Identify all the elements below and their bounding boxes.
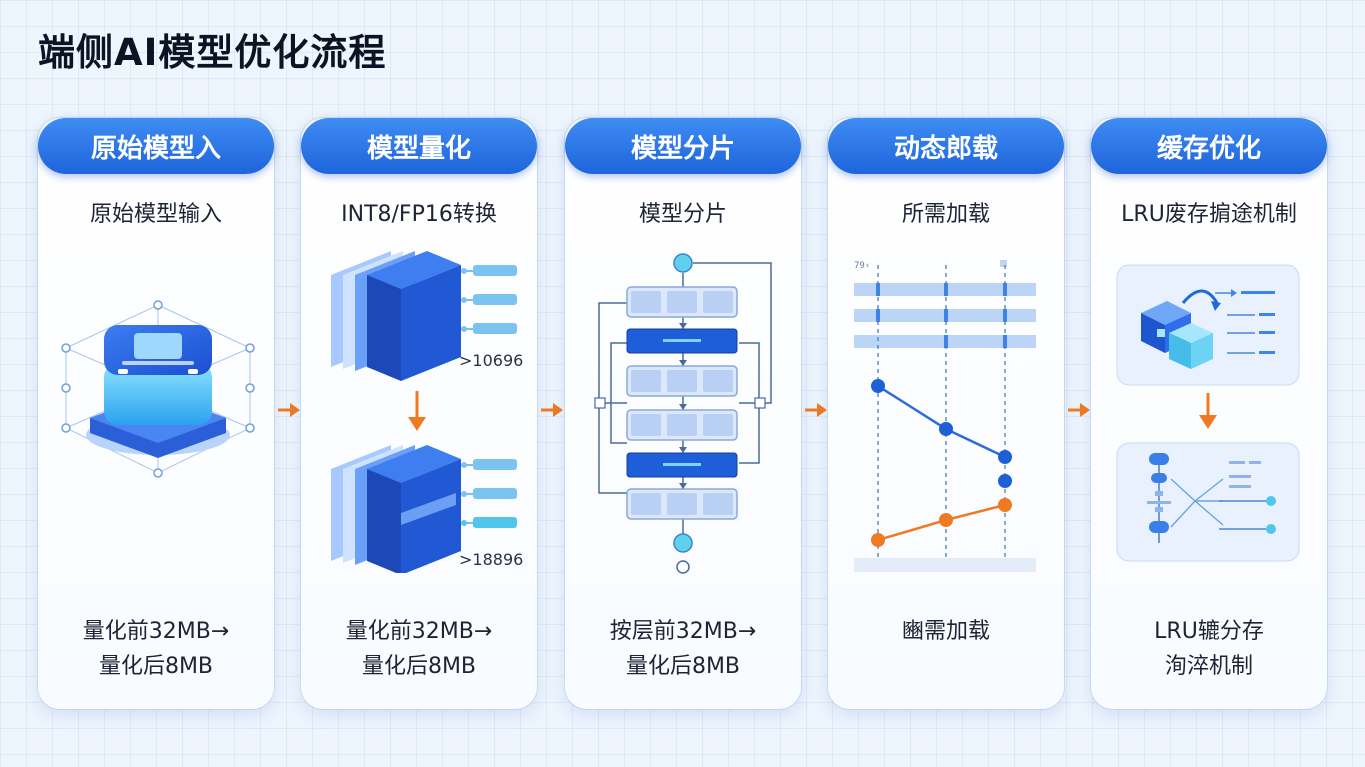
- step-footer: LRU辘分存 洵淬机制: [1091, 614, 1327, 684]
- footer-line: 按层前32MB→: [609, 619, 757, 644]
- step-card-quantization: 模型量化 INT8/FP16转换 >10696: [301, 118, 537, 709]
- step-footer: 豳需加载: [828, 614, 1064, 649]
- timeline-tick-label: 79‹: [854, 261, 870, 271]
- arrow-right-icon: [278, 403, 300, 417]
- step-subtitle: 原始模型输入: [89, 202, 222, 227]
- footer-line: 量化前32MB→: [345, 619, 493, 644]
- footer-line: 洵淬机制: [1164, 654, 1253, 679]
- step-card-sharding: 模型分片 模型分片: [565, 118, 801, 709]
- cache-lru-icon: [1116, 264, 1300, 562]
- footer-line: 量化后8MB: [625, 654, 741, 679]
- model-shard-flow-icon: [594, 253, 772, 574]
- dynamic-load-timeline-icon: 79‹: [854, 260, 1036, 572]
- footer-line: 量化前32MB→: [82, 619, 230, 644]
- quant-label-bottom: >18896: [459, 550, 523, 569]
- step-header: 原始模型入: [38, 118, 274, 174]
- arrow-right-icon: [1068, 403, 1090, 417]
- step-subtitle: 模型分片: [638, 202, 727, 227]
- step-footer: 量化前32MB→ 量化后8MB: [38, 614, 274, 684]
- step-header: 模型量化: [301, 118, 537, 174]
- arrow-right-icon: [541, 403, 563, 417]
- quantization-layers-icon: >10696 >18896: [331, 251, 523, 573]
- step-footer: 按层前32MB→ 量化后8MB: [565, 614, 801, 684]
- footer-line: LRU辘分存: [1154, 619, 1264, 644]
- step-header: 模型分片: [565, 118, 801, 174]
- step-subtitle: LRU废存掮途机制: [1121, 202, 1297, 227]
- step-subtitle: 所需加载: [901, 202, 990, 227]
- step-card-original-model: 原始模型入 原始模型输入 量化: [38, 118, 274, 709]
- step-header: 动态郎载: [828, 118, 1064, 174]
- footer-line: 量化后8MB: [361, 654, 477, 679]
- quant-label-top: >10696: [459, 351, 523, 370]
- arrow-right-icon: [805, 403, 827, 417]
- footer-line: 豳需加载: [901, 619, 990, 644]
- step-card-cache-optimization: 缓存优化 LRU废存掮途机制: [1091, 118, 1327, 709]
- step-header: 缓存优化: [1091, 118, 1327, 174]
- page-title: 端侧AI模型优化流程: [38, 31, 387, 74]
- step-card-dynamic-loading: 动态郎载 所需加载 79‹ 豳需加载: [828, 118, 1064, 709]
- footer-line: 量化后8MB: [98, 654, 214, 679]
- step-subtitle: INT8/FP16转换: [341, 202, 497, 227]
- step-footer: 量化前32MB→ 量化后8MB: [301, 614, 537, 684]
- model-cube-icon: [61, 300, 255, 478]
